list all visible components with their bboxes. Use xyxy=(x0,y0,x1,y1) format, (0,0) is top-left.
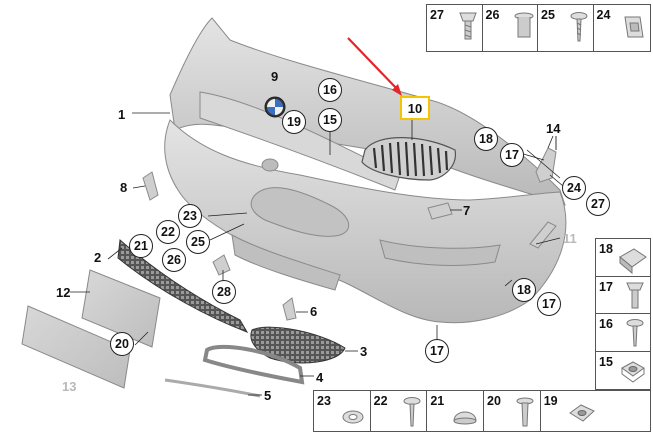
fastener-cell-19[interactable]: 19 xyxy=(541,391,650,431)
part-label-4: 4 xyxy=(316,370,324,385)
circle-label-17-middle: 17 xyxy=(537,292,561,316)
side-grille-3[interactable] xyxy=(250,326,346,364)
screw-flange-icon xyxy=(626,282,644,308)
bumper-upper-strip xyxy=(199,91,401,191)
fastener-table-top: 27 26 25 24 xyxy=(426,4,651,52)
fastener-cell-20[interactable]: 20 xyxy=(484,391,541,431)
grommet-icon xyxy=(621,360,645,383)
fastener-number: 22 xyxy=(373,394,388,408)
circle-label-15: 15 xyxy=(318,108,342,132)
nut-sleeve-icon xyxy=(514,12,533,38)
fastener-number: 26 xyxy=(485,8,500,22)
circle-label-20: 20 xyxy=(110,332,134,356)
circle-label-18-upper: 18 xyxy=(474,127,498,151)
fastener-cell-26[interactable]: 26 xyxy=(483,5,538,51)
washer-cover[interactable] xyxy=(427,202,453,220)
circle-label-26: 26 xyxy=(162,248,186,272)
circle-label-28: 28 xyxy=(212,280,236,304)
clip-icon xyxy=(623,16,644,38)
fastener-number: 23 xyxy=(317,394,331,408)
license-plate-base[interactable] xyxy=(81,269,161,348)
expansion-rivet-icon xyxy=(516,397,534,427)
part-label-14: 14 xyxy=(546,121,561,136)
circle-label-24: 24 xyxy=(562,176,586,200)
circle-label-16: 16 xyxy=(318,78,342,102)
fastener-number: 20 xyxy=(487,394,501,408)
part-label-2: 2 xyxy=(94,250,102,265)
part-label-6: 6 xyxy=(310,304,318,319)
side-strip-11[interactable] xyxy=(529,221,557,249)
kidney-opening xyxy=(250,187,350,237)
bracket-14[interactable] xyxy=(535,136,557,183)
lower-mesh-grille[interactable] xyxy=(117,238,249,333)
cap-icon xyxy=(453,411,477,425)
part-label-13: 13 xyxy=(62,379,77,394)
fastener-table-bottom: 23 22 21 20 xyxy=(313,390,651,432)
fastener-number: 24 xyxy=(596,8,611,22)
fastener-number: 15 xyxy=(599,354,613,369)
circle-label-27: 27 xyxy=(586,192,610,216)
part-label-12: 12 xyxy=(56,285,71,300)
trim-strip-5[interactable] xyxy=(164,378,261,398)
clip-nut-icon xyxy=(619,248,647,275)
part-label-5: 5 xyxy=(264,388,272,403)
trim-6[interactable] xyxy=(282,297,297,321)
highlight-arrow xyxy=(347,37,402,96)
washer-icon xyxy=(342,410,364,424)
fastener-number: 21 xyxy=(430,394,445,408)
screw-icon xyxy=(403,397,421,427)
fastener-cell-22[interactable]: 22 xyxy=(371,391,428,431)
bracket-28[interactable] xyxy=(212,254,231,276)
fastener-cell-21[interactable]: 21 xyxy=(427,391,485,431)
lower-intake-left xyxy=(231,234,341,291)
lower-intake-right xyxy=(379,239,501,266)
part-label-7: 7 xyxy=(463,203,471,218)
fastener-number: 16 xyxy=(599,317,613,331)
fastener-cell-24[interactable]: 24 xyxy=(594,5,650,51)
license-plate-frame[interactable] xyxy=(21,305,131,389)
circle-label-22: 22 xyxy=(156,220,180,244)
circle-label-19: 19 xyxy=(282,110,306,134)
trim-ring-4[interactable] xyxy=(202,344,305,385)
speed-nut-icon xyxy=(568,404,595,422)
highlighted-part-label[interactable]: 10 xyxy=(400,96,430,120)
bmw-emblem[interactable] xyxy=(264,96,286,118)
fastener-number: 17 xyxy=(599,279,613,294)
circle-label-25: 25 xyxy=(186,230,210,254)
screw-icon xyxy=(626,319,644,347)
part-label-8: 8 xyxy=(120,180,128,195)
fastener-cell-18[interactable]: 18 xyxy=(596,239,650,277)
circle-label-23: 23 xyxy=(178,204,202,228)
part-label-1: 1 xyxy=(118,107,126,122)
fastener-cell-15[interactable]: 15 xyxy=(596,352,650,389)
part-label-11: 11 xyxy=(563,231,577,246)
bmw-emblem-mount xyxy=(261,158,279,172)
circle-label-21: 21 xyxy=(129,234,153,258)
circle-label-18-lower: 18 xyxy=(512,278,536,302)
screw-flange-icon xyxy=(459,12,477,40)
fastener-number: 19 xyxy=(543,394,558,408)
part-label-9: 9 xyxy=(271,69,279,84)
fastener-cell-16[interactable]: 16 xyxy=(596,314,650,352)
fastener-number: 18 xyxy=(599,242,613,256)
fastener-cell-25[interactable]: 25 xyxy=(538,5,594,51)
bracket-8[interactable] xyxy=(142,171,159,201)
kidney-grille[interactable] xyxy=(361,137,457,181)
fastener-cell-27[interactable]: 27 xyxy=(427,5,483,51)
circle-label-17-upper: 17 xyxy=(500,143,524,167)
leader-lines xyxy=(70,112,564,396)
part-label-3: 3 xyxy=(360,344,368,359)
fastener-cell-23[interactable]: 23 xyxy=(314,391,371,431)
fastener-number: 25 xyxy=(541,8,555,22)
fastener-table-right: 18 17 16 15 xyxy=(595,238,651,390)
bumper-body[interactable] xyxy=(164,119,567,324)
screw-icon xyxy=(570,12,588,42)
fastener-cell-17[interactable]: 17 xyxy=(596,277,650,314)
fastener-number: 27 xyxy=(430,8,444,22)
circle-label-17-lower: 17 xyxy=(425,339,449,363)
